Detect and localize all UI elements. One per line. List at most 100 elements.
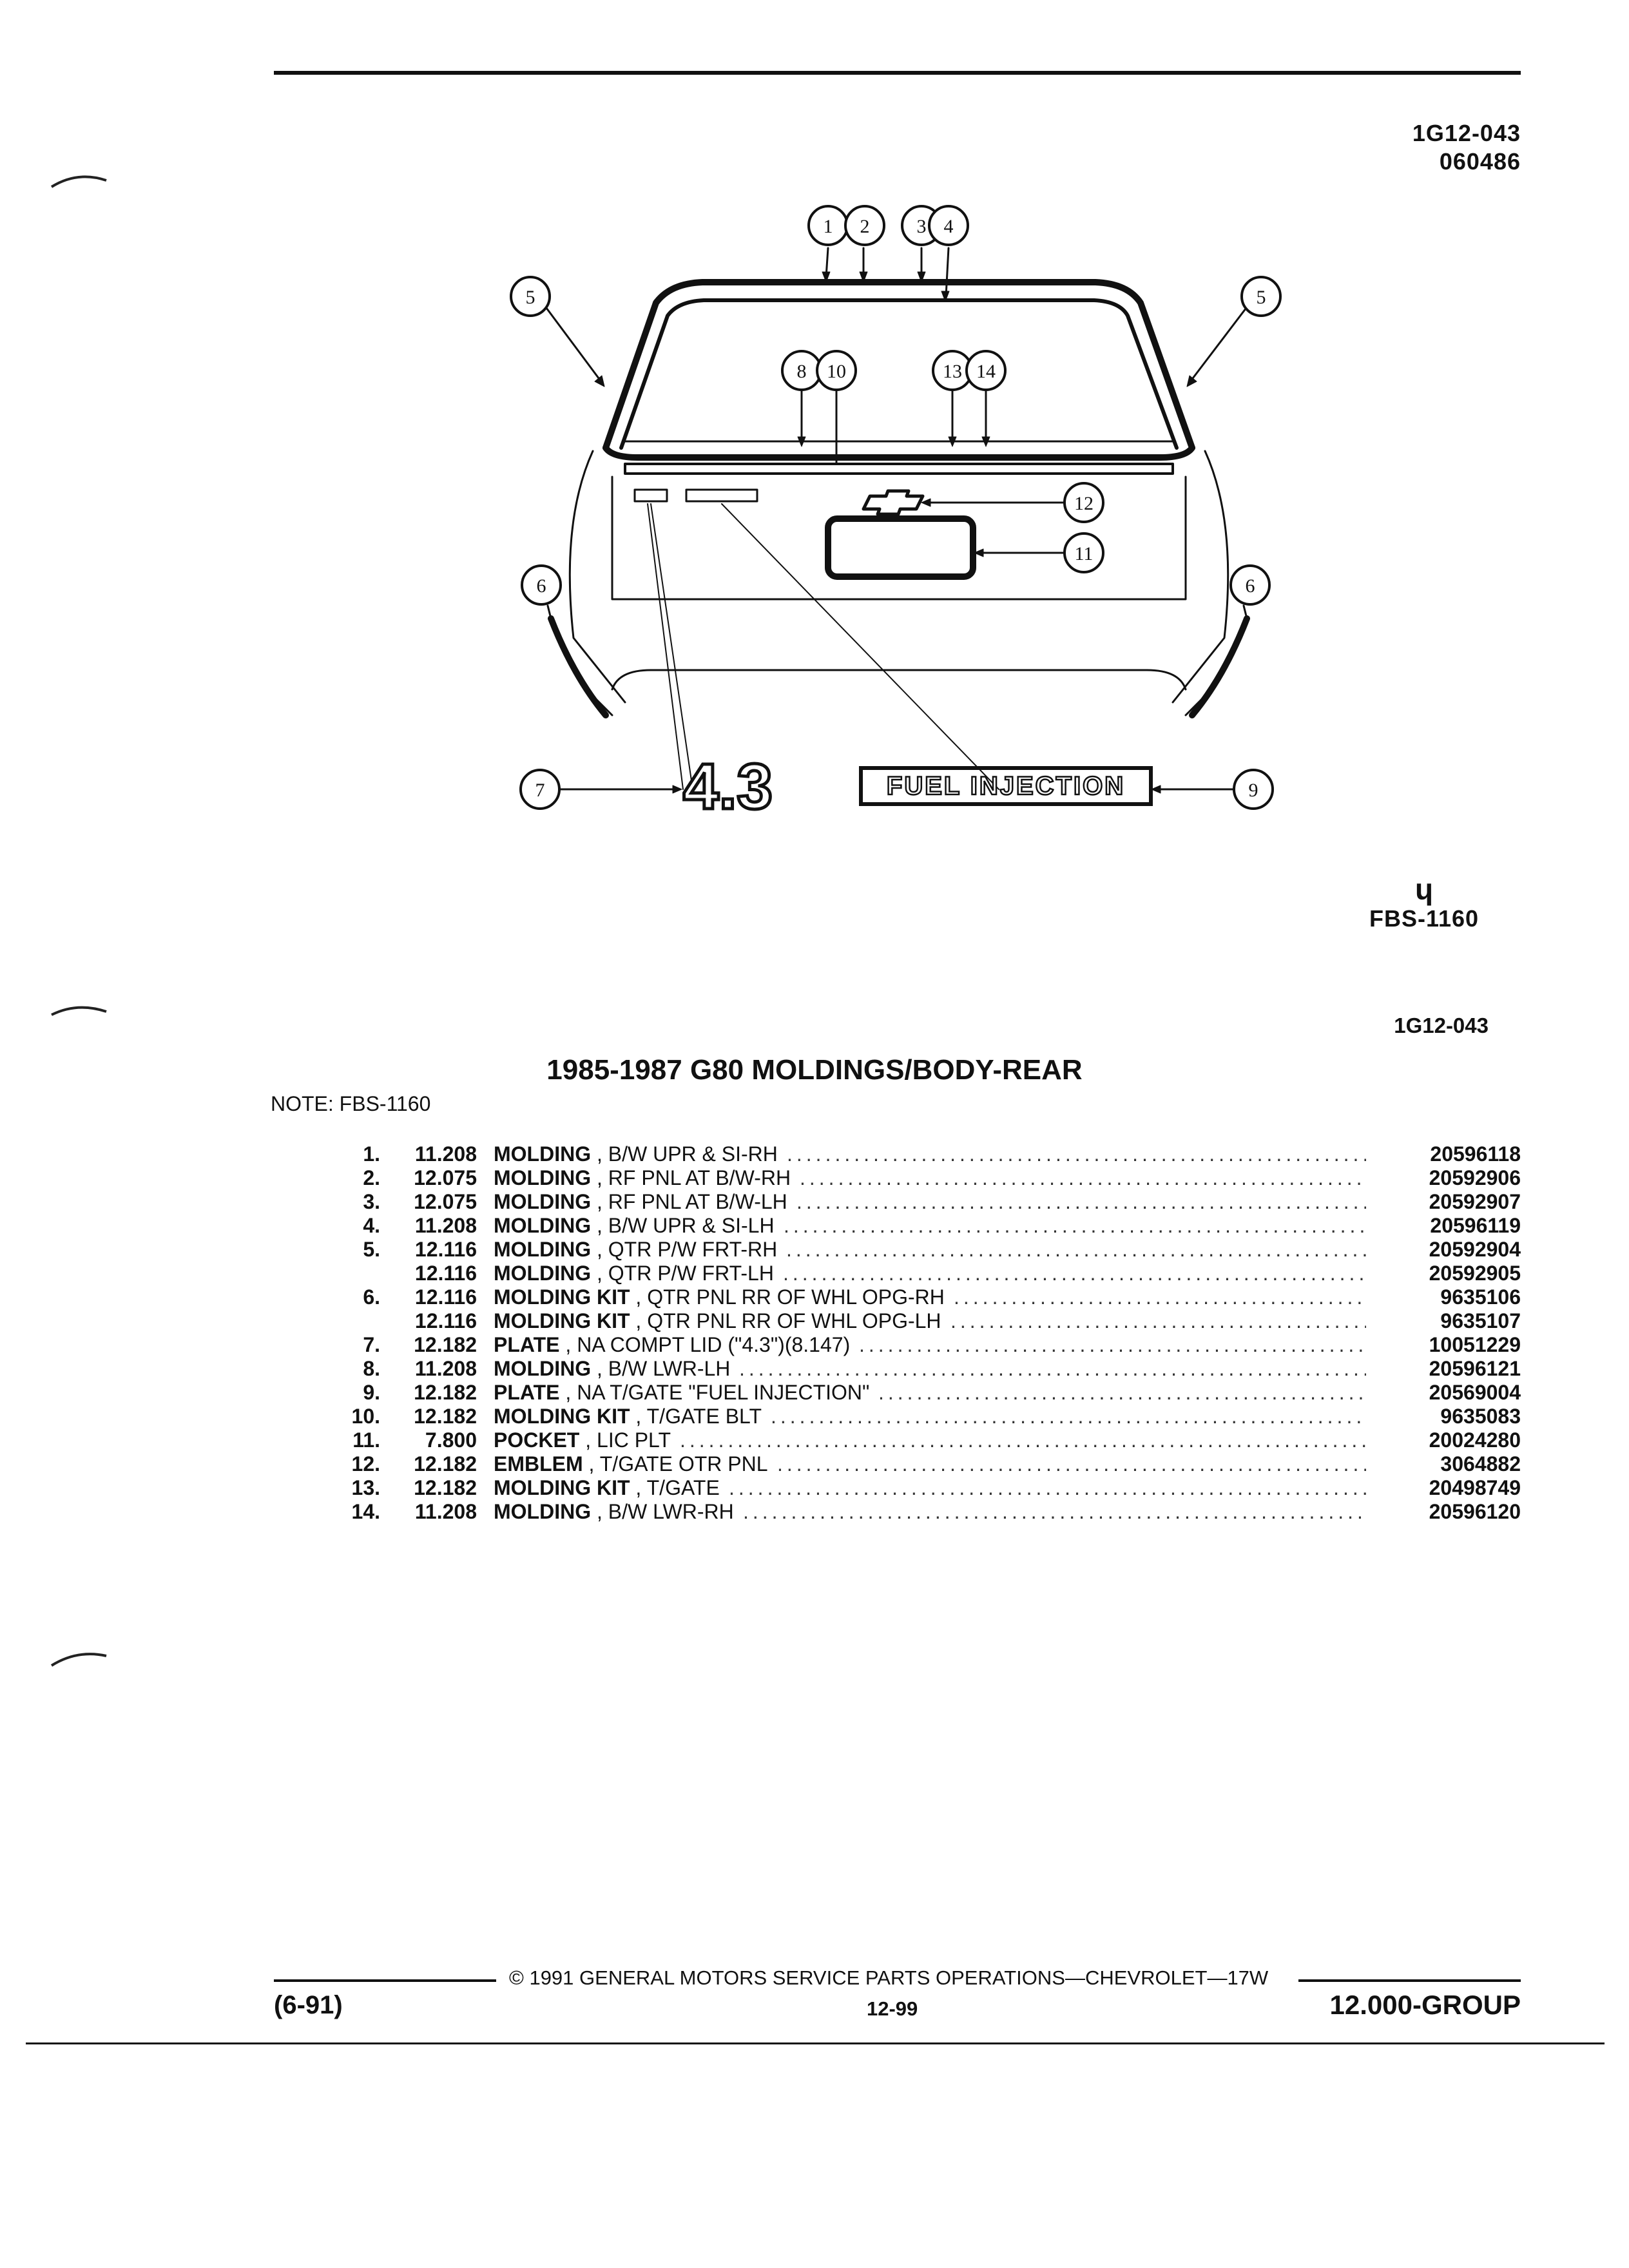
part-name: MOLDING bbox=[494, 1142, 592, 1166]
svg-text:7: 7 bbox=[535, 780, 545, 801]
part-detail: , NA COMPT LID ("4.3")(8.147) bbox=[565, 1333, 851, 1356]
leader-dots: ........................................… bbox=[729, 1476, 1366, 1499]
part-detail: , B/W UPR & SI-LH bbox=[596, 1214, 775, 1237]
svg-text:6: 6 bbox=[1246, 575, 1255, 597]
part-detail: , RF PNL AT B/W-RH bbox=[596, 1166, 791, 1189]
part-number: 20592906 bbox=[1429, 1166, 1521, 1189]
group-code: 11.208 bbox=[414, 1142, 477, 1166]
fbs-code: FBS-1160 bbox=[1369, 905, 1480, 932]
leader-dots: ........................................… bbox=[878, 1381, 1366, 1404]
callout-14: 14 bbox=[965, 350, 1007, 391]
part-number: 20569004 bbox=[1429, 1381, 1521, 1404]
part-name: MOLDING bbox=[494, 1190, 592, 1213]
callout-9: 9 bbox=[1195, 769, 1274, 810]
svg-text:14: 14 bbox=[976, 361, 996, 382]
item-number: 9. bbox=[363, 1381, 380, 1404]
part-detail: , NA T/GATE "FUEL INJECTION" bbox=[565, 1381, 870, 1404]
item-number: 4. bbox=[363, 1214, 380, 1237]
part-description: MOLDING , RF PNL AT B/W-LH bbox=[494, 1190, 787, 1214]
callout-4: 4 bbox=[928, 205, 969, 246]
part-detail: , RF PNL AT B/W-LH bbox=[596, 1190, 787, 1213]
group-code: 12.075 bbox=[414, 1190, 477, 1213]
item-number: 13. bbox=[351, 1476, 380, 1499]
emblem-fuel-text: FUEL INJECTION bbox=[887, 772, 1125, 800]
leader-dots: ........................................… bbox=[786, 1238, 1366, 1261]
part-number: 20596120 bbox=[1429, 1500, 1521, 1523]
leader-dots: ........................................… bbox=[859, 1333, 1366, 1356]
callout-13: 13 bbox=[932, 350, 973, 391]
leader-dots: ........................................… bbox=[680, 1428, 1366, 1452]
group-code: 12.116 bbox=[414, 1238, 477, 1261]
part-detail: , LIC PLT bbox=[585, 1428, 671, 1452]
callout-7: 7 bbox=[519, 769, 657, 810]
callout-5-right: 5 bbox=[1240, 276, 1282, 317]
part-description: MOLDING KIT , T/GATE bbox=[494, 1476, 720, 1500]
part-description: EMBLEM , T/GATE OTR PNL bbox=[494, 1452, 768, 1476]
svg-text:4: 4 bbox=[944, 216, 954, 237]
part-number: 9635107 bbox=[1440, 1309, 1521, 1332]
emblem-43-text: 4.3 bbox=[683, 751, 773, 823]
svg-text:6: 6 bbox=[537, 575, 546, 597]
leader-dots: ........................................… bbox=[796, 1190, 1366, 1213]
callout-1: 1 bbox=[807, 205, 849, 246]
part-number: 3064882 bbox=[1440, 1452, 1521, 1475]
part-description: MOLDING , B/W LWR-LH bbox=[494, 1357, 730, 1381]
callout-12: 12 bbox=[1063, 482, 1104, 523]
part-name: MOLDING bbox=[494, 1238, 592, 1261]
part-number: 20596121 bbox=[1429, 1357, 1521, 1380]
callout-6-left: 6 bbox=[521, 564, 562, 606]
page-title: 1985-1987 G80 MOLDINGS/BODY-REAR bbox=[546, 1054, 1083, 1086]
leader-dots: ........................................… bbox=[787, 1142, 1366, 1166]
parts-row: 13. 12.182 MOLDING KIT , T/GATE...........… bbox=[322, 1476, 1521, 1500]
part-detail: , QTR P/W FRT-RH bbox=[596, 1238, 778, 1261]
part-number: 10051229 bbox=[1429, 1333, 1521, 1356]
group-code: 12.116 bbox=[414, 1309, 477, 1332]
leader-dots: ........................................… bbox=[954, 1285, 1366, 1309]
group-code: 12.182 bbox=[414, 1452, 477, 1475]
group-code: 12.116 bbox=[414, 1262, 477, 1285]
item-number: 12. bbox=[351, 1452, 380, 1475]
revision-date: (6-91) bbox=[274, 1991, 343, 2019]
group-code: 12.182 bbox=[414, 1476, 477, 1499]
part-detail: , T/GATE BLT bbox=[635, 1405, 762, 1428]
emblem-fuel-injection: FUEL INJECTION bbox=[859, 766, 1153, 806]
leader-dots: ........................................… bbox=[784, 1214, 1366, 1237]
leader-dots: ........................................… bbox=[950, 1309, 1366, 1332]
part-description: MOLDING , QTR P/W FRT-RH bbox=[494, 1238, 777, 1262]
part-detail: , QTR P/W FRT-LH bbox=[596, 1262, 774, 1285]
callout-10: 10 bbox=[816, 350, 857, 391]
part-name: EMBLEM bbox=[494, 1452, 583, 1475]
part-description: MOLDING , B/W LWR-RH bbox=[494, 1500, 734, 1524]
part-detail: , B/W UPR & SI-RH bbox=[596, 1142, 778, 1166]
leader-dots: ........................................… bbox=[771, 1405, 1366, 1428]
part-name: MOLDING KIT bbox=[494, 1476, 630, 1499]
svg-text:10: 10 bbox=[827, 361, 846, 382]
svg-text:2: 2 bbox=[860, 216, 870, 237]
item-number: 5. bbox=[363, 1238, 380, 1261]
group-label: 12.000-GROUP bbox=[1329, 1990, 1521, 2020]
callout-2: 2 bbox=[844, 205, 885, 246]
catalog-id-line1: 1G12-043 bbox=[1412, 120, 1521, 146]
svg-text:12: 12 bbox=[1074, 493, 1094, 514]
part-detail: , T/GATE bbox=[635, 1476, 720, 1499]
part-description: MOLDING KIT , QTR PNL RR OF WHL OPG-RH bbox=[494, 1285, 945, 1309]
part-number: 9635106 bbox=[1440, 1285, 1521, 1309]
part-name: MOLDING KIT bbox=[494, 1285, 630, 1309]
svg-text:5: 5 bbox=[526, 287, 535, 308]
rear-body-illustration: 4.3 FUEL INJECTION 1 2 3 4 5 5 6 6 7 8 9… bbox=[510, 205, 1282, 825]
page-number: 12-99 bbox=[867, 1997, 918, 2020]
part-number: 20592905 bbox=[1429, 1262, 1521, 1285]
svg-text:11: 11 bbox=[1075, 543, 1094, 564]
part-description: MOLDING KIT , T/GATE BLT bbox=[494, 1405, 762, 1428]
group-code: 12.182 bbox=[414, 1381, 477, 1404]
item-number: 7. bbox=[363, 1333, 380, 1356]
item-number: 8. bbox=[363, 1357, 380, 1380]
item-number: 2. bbox=[363, 1166, 380, 1189]
part-detail: , T/GATE OTR PNL bbox=[588, 1452, 768, 1475]
